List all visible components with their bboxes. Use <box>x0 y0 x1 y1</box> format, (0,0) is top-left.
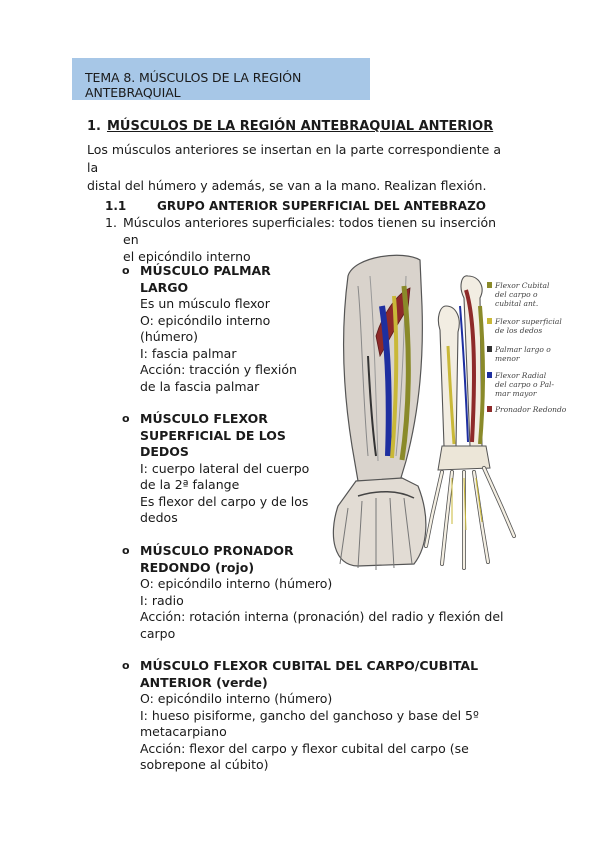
muscle-palmar-largo: o MÚSCULO PALMAR LARGO Es un músculo fle… <box>122 263 297 395</box>
legend-label: del carpo o Pal- <box>495 380 554 389</box>
muscle-detail-line: carpo <box>140 625 176 641</box>
muscle-detail-line: I: fascia palmar <box>140 345 237 361</box>
muscle-detail-line: Acción: rotación interna (pronación) del… <box>140 609 504 624</box>
legend-label: de los dedos <box>495 326 542 335</box>
bullet-marker: o <box>122 412 130 425</box>
muscle-title-line: SUPERFICIAL DE LOS <box>140 427 286 443</box>
muscle-detail-line: Es flexor del carpo y de los <box>140 493 309 509</box>
muscle-detail-line: dedos <box>140 510 178 525</box>
muscle-detail-line: Acción: flexor del carpo y flexor cubita… <box>140 740 469 756</box>
legend-swatch <box>487 282 492 288</box>
section-intro: Los músculos anteriores se insertan en l… <box>87 141 507 195</box>
muscle-title-line: REDONDO (rojo) <box>140 559 255 575</box>
muscle-detail-line: I: hueso pisiforme, gancho del ganchoso … <box>140 707 479 723</box>
legend-label: del carpo o <box>495 290 538 299</box>
legend-swatch <box>487 318 492 324</box>
muscle-title-line: MÚSCULO FLEXOR <box>140 411 268 426</box>
muscle-title-line: MÚSCULO PRONADOR <box>140 543 294 558</box>
muscle-flexor-cubital: o MÚSCULO FLEXOR CUBITAL DEL CARPO/CUBIT… <box>122 658 479 774</box>
legend-label: Pronador Redondo <box>494 405 567 414</box>
muscle-detail-line: O: epicóndilo interno <box>140 312 271 328</box>
muscle-detail-line: de la 2ª falange <box>140 477 240 492</box>
chapter-banner: TEMA 8. MÚSCULOS DE LA REGIÓN ANTEBRAQUI… <box>72 58 370 100</box>
list-item-line: Músculos anteriores superficiales: todos… <box>123 215 497 247</box>
legend-label: menor <box>495 354 520 363</box>
figure-legend <box>487 282 492 412</box>
subsection-heading: 1.1 GRUPO ANTERIOR SUPERFICIAL DEL ANTEBR… <box>105 199 486 213</box>
skeletal-forearm-drawing <box>424 275 516 570</box>
legend-label: Flexor superficial <box>494 317 562 326</box>
bullet-marker: o <box>122 659 130 672</box>
muscle-title-line: LARGO <box>140 279 189 295</box>
subsection-number: 1.1 <box>105 199 127 213</box>
subsection-title: GRUPO ANTERIOR SUPERFICIAL DEL ANTEBRAZO <box>157 199 486 213</box>
muscle-detail-line: metacarpiano <box>140 724 227 739</box>
legend-swatch <box>487 406 492 412</box>
muscle-detail-line: Es un músculo flexor <box>140 296 270 311</box>
list-item-number: 1. <box>105 215 117 230</box>
muscle-title-line: ANTERIOR (verde) <box>140 674 268 690</box>
bullet-marker: o <box>122 264 130 277</box>
muscle-title-line: MÚSCULO FLEXOR CUBITAL DEL CARPO/CUBITAL <box>140 658 479 673</box>
muscle-detail-line: de la fascia palmar <box>140 378 260 394</box>
section-heading: 1. MÚSCULOS DE LA REGIÓN ANTEBRAQUIAL ANT… <box>87 119 493 134</box>
forearm-anatomy-figure: Flexor Cubital del carpo o cubital ant. … <box>318 246 588 576</box>
muscle-flexor-superficial: o MÚSCULO FLEXOR SUPERFICIAL DE LOS DEDO… <box>122 411 309 527</box>
muscle-detail-line: O: epicóndilo interno (húmero) <box>140 576 333 591</box>
bullet-marker: o <box>122 544 130 557</box>
list-item-line: el epicóndilo interno <box>123 249 251 264</box>
legend-label: Palmar largo o <box>494 345 551 354</box>
forearm-illustration: Flexor Cubital del carpo o cubital ant. … <box>332 254 567 570</box>
muscle-title-line: MÚSCULO PALMAR <box>140 263 271 278</box>
intro-line: Los músculos anteriores se insertan en l… <box>87 142 501 175</box>
muscled-forearm-drawing <box>332 254 427 570</box>
muscle-detail-line: Acción: tracción y flexión <box>140 362 297 377</box>
numbered-list-item: 1. Músculos anteriores superficiales: to… <box>105 214 505 265</box>
section-number: 1. <box>87 119 101 134</box>
legend-swatch <box>487 346 492 352</box>
muscle-title-line: DEDOS <box>140 444 189 459</box>
muscle-detail-line: I: radio <box>140 592 184 608</box>
legend-label: Flexor Cubital <box>494 281 550 290</box>
muscle-detail-line: (húmero) <box>140 329 198 344</box>
section-title: MÚSCULOS DE LA REGIÓN ANTEBRAQUIAL ANTER… <box>106 119 494 134</box>
muscle-detail-line: I: cuerpo lateral del cuerpo <box>140 460 310 476</box>
muscle-pronador-redondo: o MÚSCULO PRONADOR REDONDO (rojo) O: epi… <box>122 543 504 642</box>
intro-line: distal del húmero y además, se van a la … <box>87 178 487 193</box>
muscle-detail-line: O: epicóndilo interno (húmero) <box>140 691 333 706</box>
legend-label: mar mayor <box>495 389 537 398</box>
chapter-title: TEMA 8. MÚSCULOS DE LA REGIÓN ANTEBRAQUI… <box>85 70 302 100</box>
legend-label: Flexor Radial <box>494 371 547 380</box>
legend-label: cubital ant. <box>495 299 538 308</box>
legend-swatch <box>487 372 492 378</box>
muscle-detail-line: sobrepone al cúbito) <box>140 757 269 772</box>
